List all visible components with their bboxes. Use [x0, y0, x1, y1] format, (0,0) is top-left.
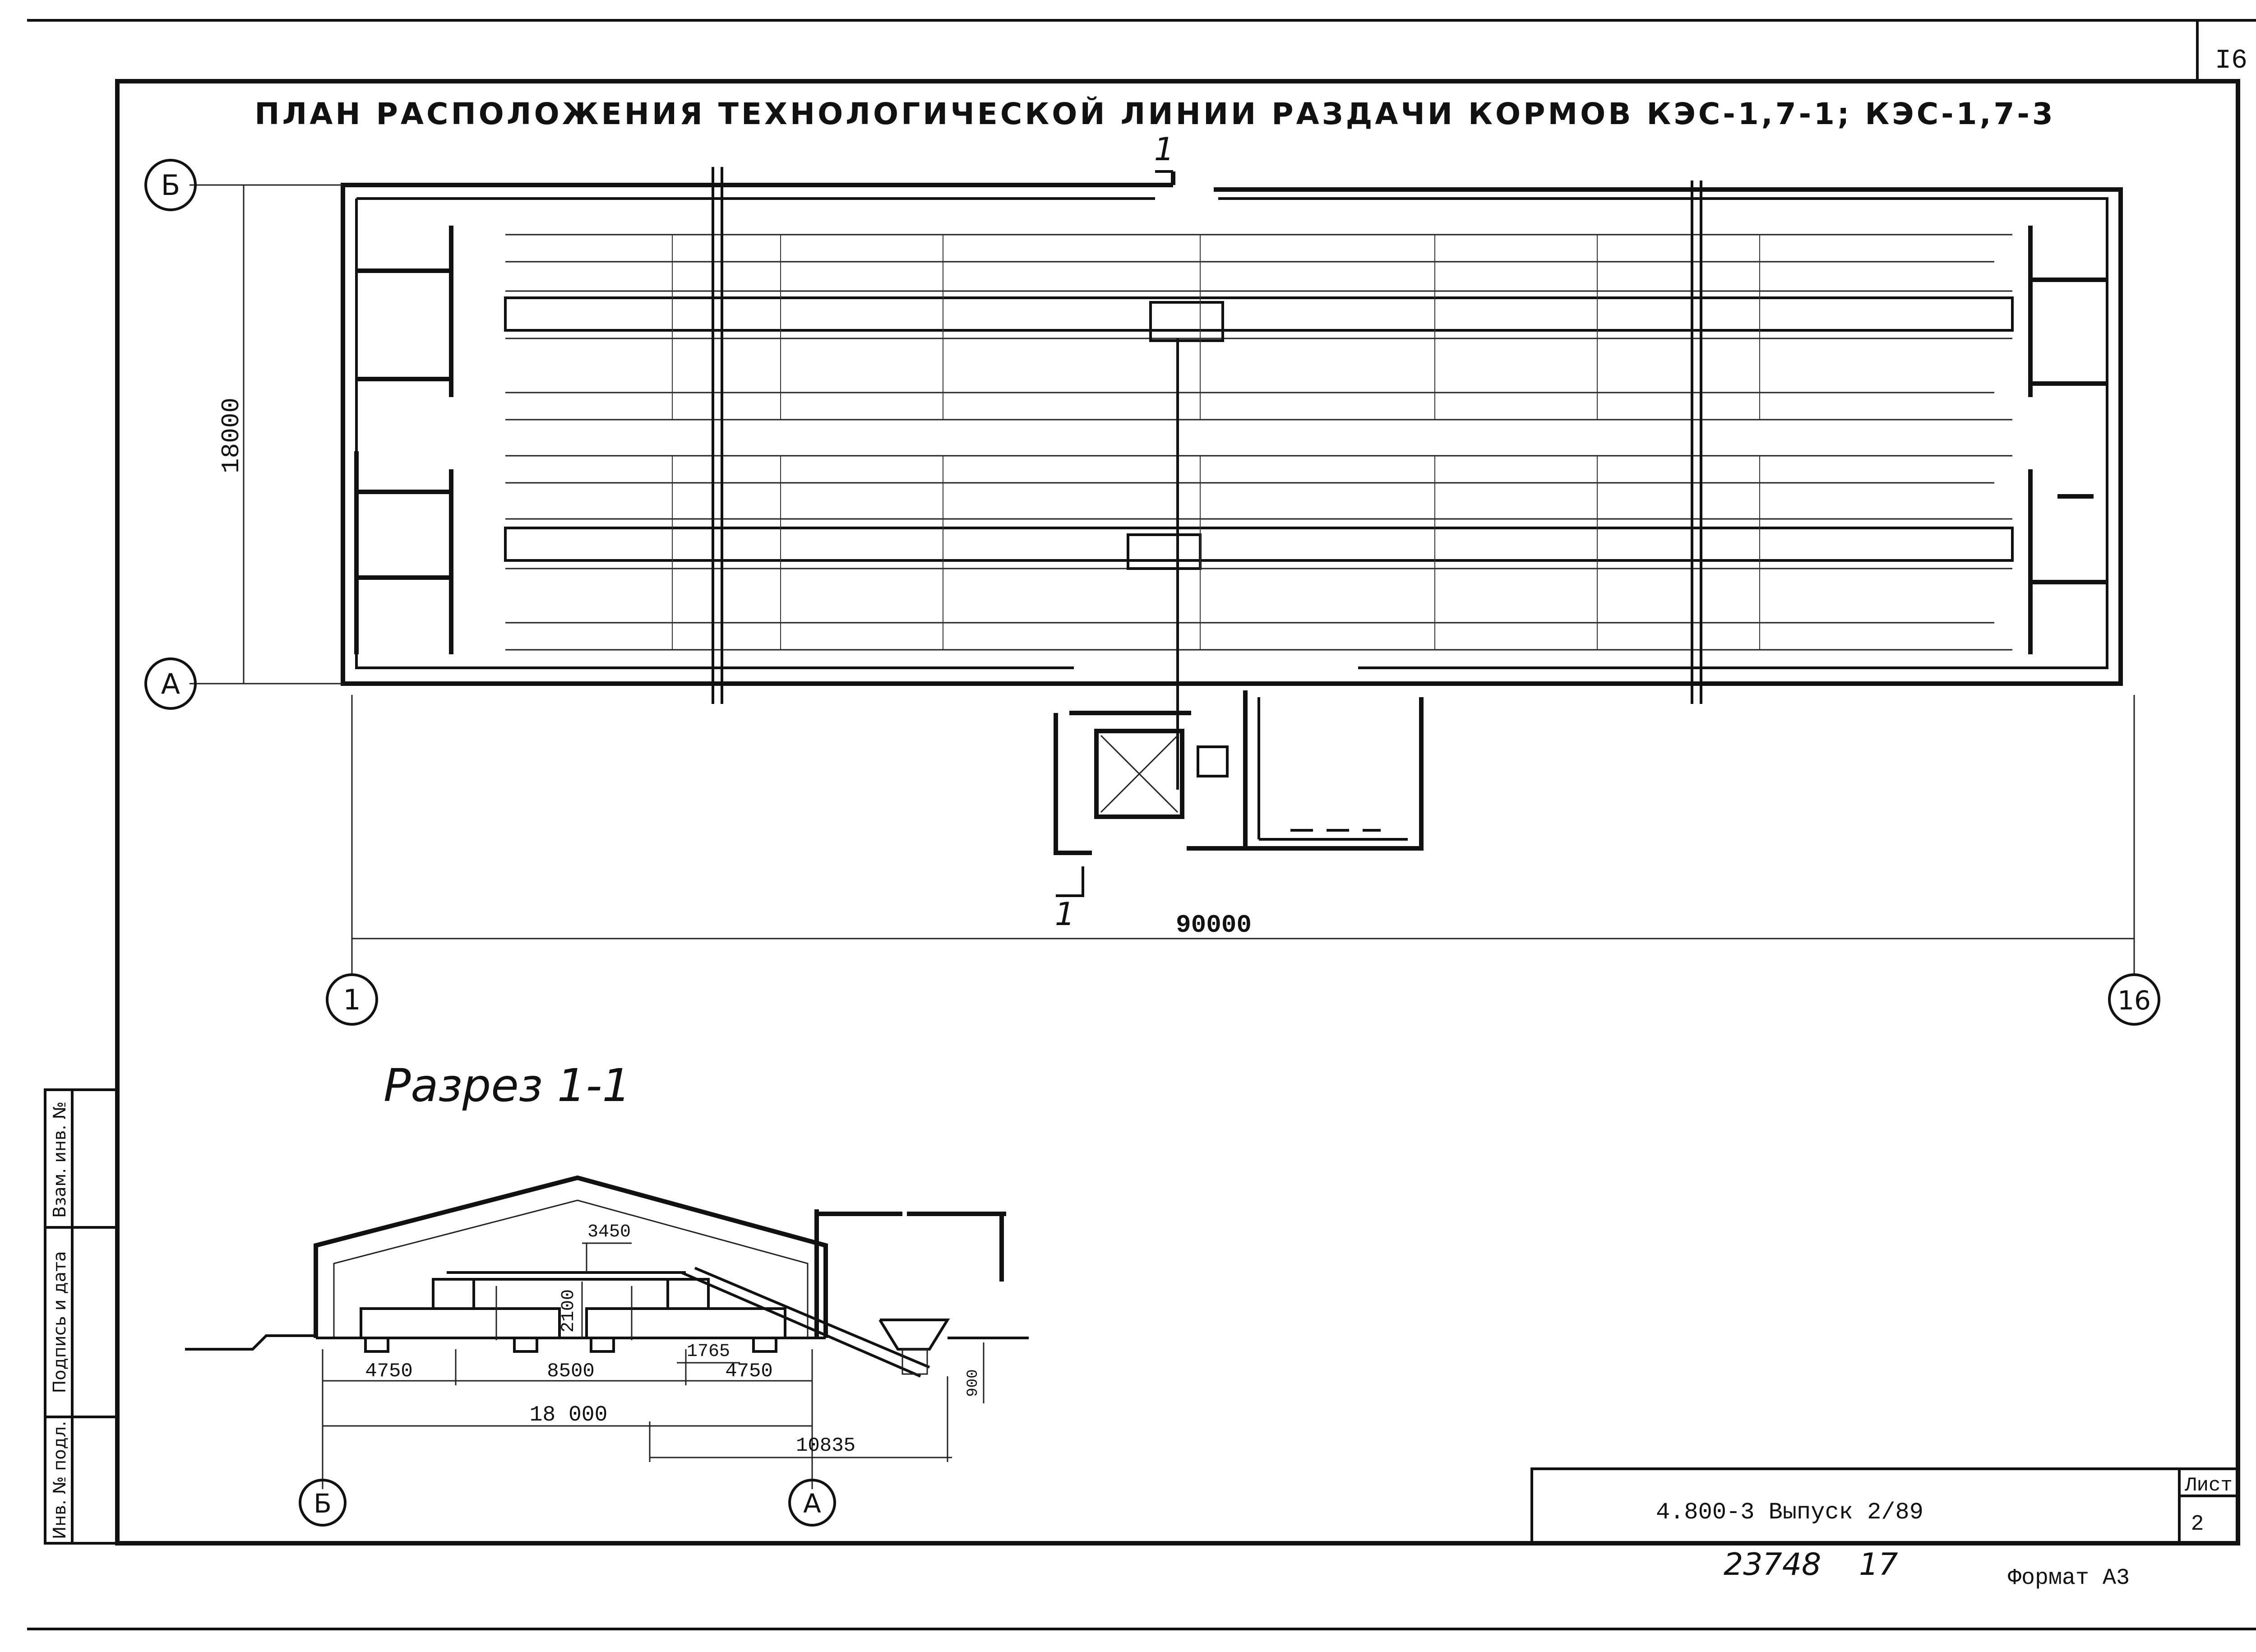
archive-number: 23748 — [1724, 1547, 1821, 1583]
dim-2100: 2100 — [559, 1289, 579, 1333]
right-end-rooms — [2028, 226, 2107, 654]
axis-1-bubble: 1 — [326, 961, 378, 1026]
entry-annex — [1054, 690, 1424, 855]
side-stamp — [44, 1088, 119, 1545]
left-end-rooms — [354, 226, 453, 654]
column-grid — [672, 235, 1760, 650]
section-mark-bottom: 1 — [1055, 896, 1075, 933]
axis-16-bubble: 16 — [2108, 961, 2160, 1026]
dim-18000: 18 000 — [530, 1403, 608, 1427]
axis-a-bubble: А — [144, 657, 244, 710]
svg-text:А: А — [161, 667, 180, 700]
stamp-inv-no: Инв. № подл. — [50, 1421, 69, 1539]
stamp-sign-date: Подпись и дата — [50, 1251, 69, 1393]
dim-length: 90000 — [1176, 911, 1252, 939]
section-mark-top: 1 — [1154, 131, 1174, 168]
dim-4750-right: 4750 — [725, 1360, 773, 1383]
dim-height: 18000 — [217, 398, 246, 473]
archive-suffix: 17 — [1859, 1547, 1898, 1583]
section-drawing: 3450 2100 1765 4750 8500 4750 18 000 108… — [185, 1175, 1029, 1489]
format-label: Формат А3 — [2008, 1565, 2130, 1591]
dim-3450: 3450 — [587, 1222, 631, 1242]
section-axis-a: А — [788, 1479, 836, 1527]
floor-plan: 18000 90000 1 1 — [217, 131, 2135, 961]
dim-8500: 8500 — [547, 1360, 595, 1383]
dim-4750-left: 4750 — [365, 1360, 413, 1383]
dim-10835: 10835 — [796, 1435, 855, 1457]
svg-text:1: 1 — [343, 983, 361, 1016]
sheet-frame — [27, 19, 2256, 1630]
designation: 4.800-3 Выпуск 2/89 — [1656, 1499, 1923, 1526]
svg-text:Б: Б — [161, 169, 180, 202]
svg-text:16: 16 — [2117, 985, 2151, 1016]
svg-text:Б: Б — [314, 1488, 332, 1519]
title-block — [1530, 1467, 2239, 1545]
sheet-value: 2 — [2191, 1512, 2204, 1536]
stamp-vzam-inv: Взам. инв. № — [50, 1101, 69, 1218]
page-number: I6 — [2215, 46, 2247, 76]
section-title: Разрез 1-1 — [384, 1059, 631, 1112]
section-axis-b: Б — [299, 1479, 347, 1527]
axis-b-bubble: Б — [144, 159, 244, 211]
dim-900: 900 — [965, 1369, 982, 1397]
cage-row-2 — [504, 455, 2014, 651]
cage-row-1 — [504, 234, 2014, 421]
sheet-label: Лист — [2184, 1474, 2233, 1497]
drawing-title: ПЛАН РАСПОЛОЖЕНИЯ ТЕХНОЛОГИЧЕСКОЙ ЛИНИИ … — [254, 96, 2056, 131]
dim-1765: 1765 — [687, 1342, 730, 1362]
svg-text:А: А — [803, 1488, 821, 1519]
